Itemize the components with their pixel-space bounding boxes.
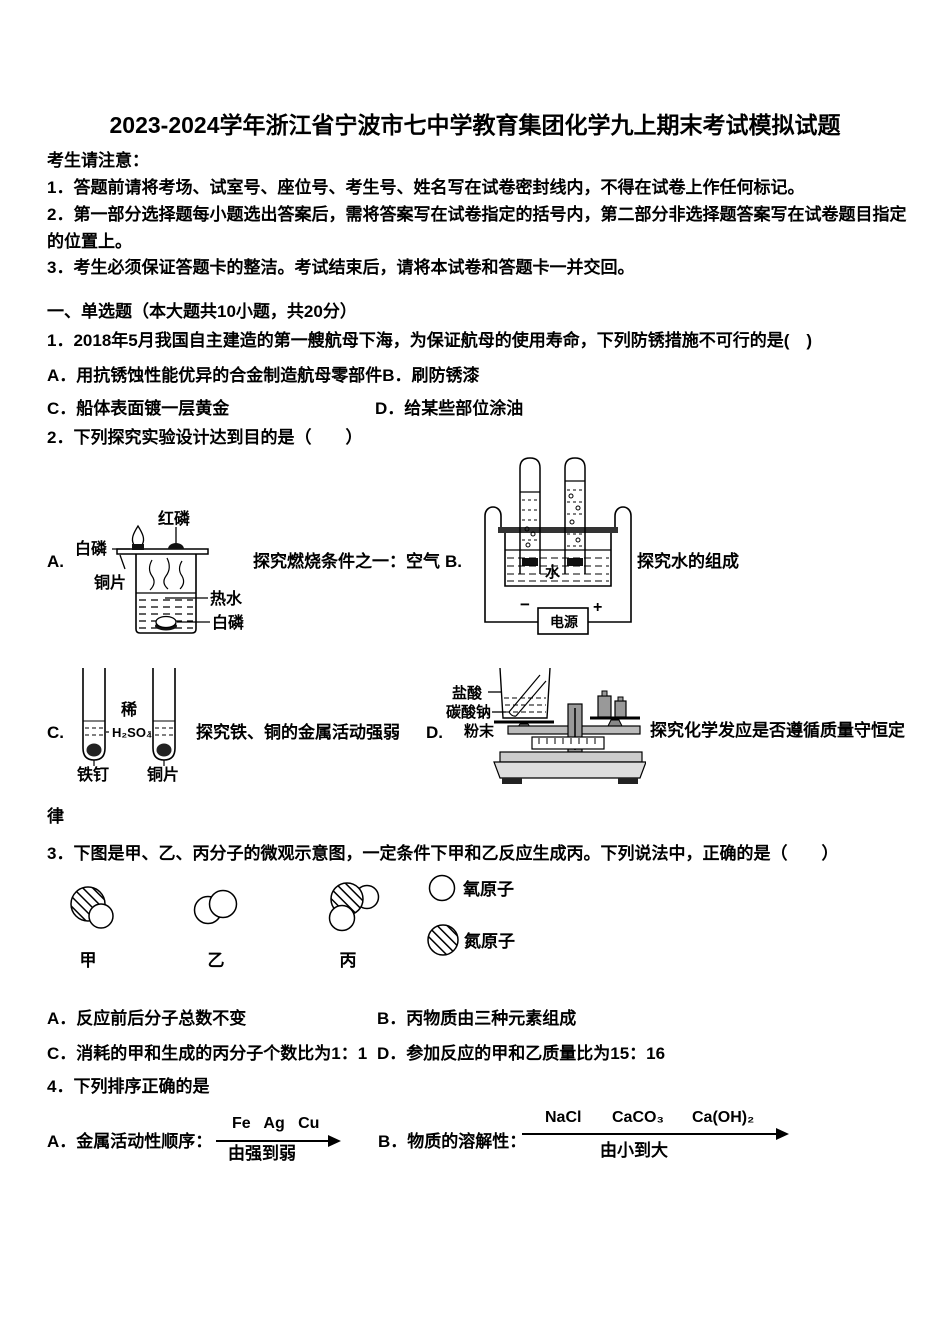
label-minus-terminal: − — [520, 595, 530, 614]
q3-option-a: A．反应前后分子总数不变 — [47, 1009, 247, 1028]
q4-option-a-label: A．金属活动性顺序： — [47, 1132, 213, 1151]
label-water: 水 — [545, 563, 561, 581]
label-power-supply: 电源 — [550, 614, 578, 630]
label-hydrochloric-acid: 盐酸 — [452, 684, 483, 702]
q3-option-b: B．丙物质由三种元素组成 — [377, 1009, 577, 1028]
q4-stem: 4．下列排序正确的是 — [47, 1077, 210, 1096]
notice-item-2-cont: 的位置上。 — [47, 232, 132, 251]
label-copper-sheet: 铜片 — [94, 573, 126, 592]
label-h2so4: H₂SO₄ — [112, 725, 152, 740]
q2-option-b-caption: 探究水的组成 — [637, 552, 739, 571]
combustion-experiment-diagram: 红磷 白磷 铜片 热水 白磷 — [75, 509, 245, 634]
molecule-bing-label: 丙 — [340, 951, 357, 970]
label-sodium-carbonate: 碳酸钠 — [446, 703, 491, 721]
molecule-yi — [193, 889, 238, 925]
q4-option-b-label: B．物质的溶解性： — [378, 1132, 527, 1151]
page-title: 2023-2024学年浙江省宁波市七中学教育集团化学九上期末考试模拟试题 — [109, 112, 841, 138]
legend-nitrogen-icon — [427, 924, 459, 956]
notice-item-1: 1．答题前请将考场、试室号、座位号、考生号、姓名写在试卷密封线内，不得在试卷上作… — [47, 178, 805, 197]
q4-b-series-3: Ca(OH)₂ — [692, 1109, 755, 1126]
legend-oxygen-icon — [428, 874, 456, 902]
q1-option-d: D．给某些部位涂油 — [375, 399, 524, 418]
balance-scale-diagram: 盐酸 碳酸钠 粉末 — [446, 667, 646, 784]
q3-option-c: C．消耗的甲和生成的丙分子个数比为1：1 — [47, 1044, 368, 1063]
section-1-heading: 一、单选题（本大题共10小题，共20分） — [47, 302, 357, 321]
q4-b-arrow-icon — [522, 1128, 789, 1140]
label-plus-terminal: + — [593, 599, 602, 616]
label-iron-nail: 铁钉 — [77, 765, 109, 784]
metal-activity-diagram: 稀 H₂SO₄ 铁钉 铜片 — [77, 668, 179, 784]
q1-stem: 1．2018年5月我国自主建造的第一艘航母下海，为保证航母的使用寿命，下列防锈措… — [47, 331, 813, 350]
molecule-jia — [70, 886, 114, 929]
molecule-jia-label: 甲 — [80, 951, 97, 970]
q4-b-series-2: CaCO₃ — [612, 1109, 664, 1126]
q2-option-c-label: C. — [47, 723, 64, 742]
q2-option-d-label: D. — [426, 723, 443, 742]
electrolysis-shapes — [484, 457, 632, 635]
q2-option-c-caption: 探究铁、铜的金属活动强弱 — [196, 723, 400, 742]
q4-b-direction: 由小到大 — [600, 1141, 668, 1160]
q2-option-d-caption: 探究化学发应是否遵循质量守恒定 — [650, 721, 905, 740]
q2-option-b-label: B. — [445, 552, 462, 571]
q4-a-arrow-icon — [216, 1135, 341, 1147]
combustion-shapes — [112, 524, 210, 634]
water-electrolysis-diagram: 水 电源 − + — [484, 457, 632, 635]
label-copper-piece: 铜片 — [147, 765, 179, 784]
q4-b-series-1: NaCl — [545, 1109, 582, 1126]
molecule-yi-label: 乙 — [208, 951, 225, 970]
q3-stem: 3．下图是甲、乙、丙分子的微观示意图，一定条件下甲和乙反应生成丙。下列说法中，正… — [47, 844, 839, 863]
notice-heading: 考生请注意： — [47, 151, 149, 170]
molecular-diagram: 甲 乙 丙 氧原子 氮原子 — [70, 874, 515, 970]
legend-nitrogen-label: 氮原子 — [464, 931, 515, 951]
label-red-phosphorus: 红磷 — [158, 509, 191, 528]
testtube-shapes — [82, 668, 176, 766]
q4-a-direction: 由强到弱 — [228, 1144, 296, 1163]
molecule-bing — [328, 882, 380, 932]
notice-item-2: 2．第一部分选择题每小题选出答案后，需将答案写在试卷指定的括号内，第二部分非选择… — [47, 205, 907, 224]
q4-a-series: Fe Ag Cu — [232, 1115, 320, 1132]
q2-stem: 2．下列探究实验设计达到目的是（ ） — [47, 428, 363, 447]
notice-item-3: 3．考生必须保证答题卡的整洁。考试结束后，请将本试卷和答题卡一并交回。 — [47, 258, 635, 277]
q2-option-d-caption-cont: 律 — [47, 807, 64, 826]
q3-option-d: D．参加反应的甲和乙质量比为15：16 — [377, 1044, 666, 1063]
q1-option-ab: A．用抗锈蚀性能优异的合金制造航母零部件B．刷防锈漆 — [47, 366, 480, 385]
label-white-phosphorus-bottom: 白磷 — [212, 613, 245, 632]
q2-option-a-label: A. — [47, 552, 64, 571]
balance-shapes — [488, 667, 646, 784]
label-hot-water: 热水 — [210, 589, 243, 608]
label-powder: 粉末 — [464, 722, 495, 740]
q1-option-c: C．船体表面镀一层黄金 — [47, 399, 230, 418]
legend-oxygen-label: 氧原子 — [462, 879, 514, 899]
label-white-phosphorus-top: 白磷 — [75, 539, 108, 558]
label-dilute: 稀 — [121, 700, 137, 719]
q2-option-a-caption: 探究燃烧条件之一：空气 — [253, 552, 440, 571]
